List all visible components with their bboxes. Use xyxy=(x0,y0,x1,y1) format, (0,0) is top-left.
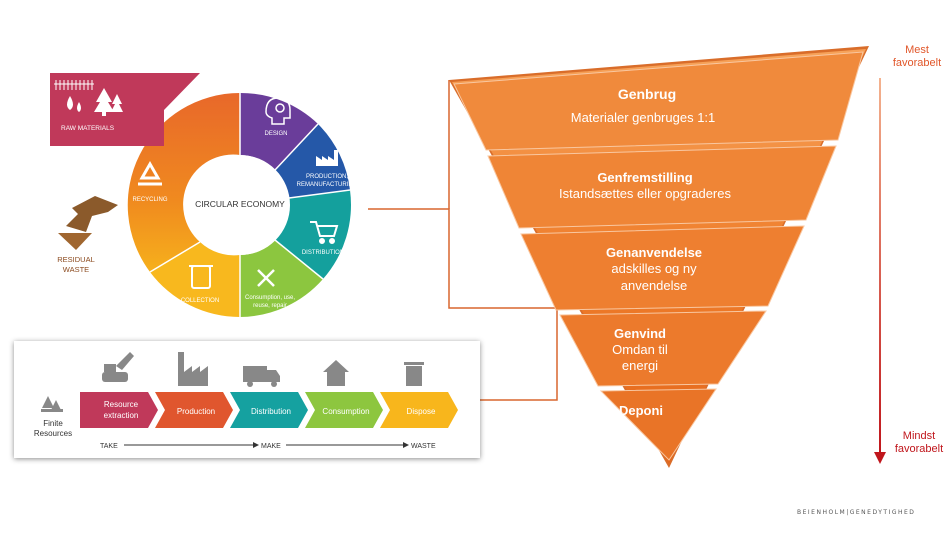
level-1-title: Genbrug xyxy=(618,86,676,102)
finite-resources-label-2: Resources xyxy=(34,429,72,438)
trash-bin-icon xyxy=(404,362,424,386)
chevron-label: Consumption xyxy=(322,407,369,416)
raw-materials-box xyxy=(50,73,200,146)
recycle-bin-icon xyxy=(189,265,213,289)
recycle-icon xyxy=(138,160,162,186)
level-5-title: Deponi xyxy=(619,403,663,418)
raw-materials-label: RAW MATERIALS xyxy=(61,125,115,132)
favorability-arrow xyxy=(874,78,886,464)
scale-bottom-label-1: Mindst xyxy=(902,430,936,442)
chevron-label: Dispose xyxy=(407,407,436,416)
connector-lines xyxy=(368,80,559,401)
water-drop-icon xyxy=(67,96,81,112)
label-recycling: RECYCLING xyxy=(132,197,167,203)
chevron-step xyxy=(155,392,233,428)
finite-resources-label-1: Finite xyxy=(43,419,63,428)
residual-waste-label-2: WASTE xyxy=(63,265,89,274)
scale-bottom-label-2: favorabelt xyxy=(894,443,944,455)
footer-brand: BEIENHOLM|GENEDYTIGHED xyxy=(797,509,916,516)
level-3-title: Genanvendelse xyxy=(606,245,702,260)
brain-gear-icon xyxy=(265,97,291,125)
segment-consumption xyxy=(240,240,323,317)
shopping-cart-icon xyxy=(310,221,339,244)
circular-economy-wheel xyxy=(127,92,351,318)
label-distribution: DISTRIBUTION xyxy=(302,250,344,256)
wheel-center xyxy=(190,155,290,255)
residual-waste-label-1: RESIDUAL xyxy=(57,255,95,264)
factory-icon xyxy=(178,352,208,386)
tools-icon xyxy=(257,269,275,287)
level-deponi xyxy=(599,388,717,461)
level-2-title: Genfremstilling xyxy=(597,170,692,185)
make-label: MAKE xyxy=(261,443,281,450)
finite-resources-icon xyxy=(41,396,63,412)
label-collection: COLLECTION xyxy=(181,298,219,304)
segment-production xyxy=(275,124,350,198)
label-production-1: PRODUCTION, xyxy=(306,174,348,180)
level-4-sub-1: Omdan til xyxy=(612,342,668,357)
waste-hierarchy-funnel xyxy=(449,46,869,468)
level-3-sub-2: anvendelse xyxy=(621,278,688,293)
level-genanvendelse xyxy=(520,225,805,311)
factory-icon xyxy=(316,150,338,166)
fence-icon xyxy=(54,80,94,90)
chevron-label: Resource xyxy=(104,400,139,409)
chevron-label: Production xyxy=(177,407,215,416)
waste-label: WASTE xyxy=(411,443,436,450)
chevron-label: Distribution xyxy=(251,407,291,416)
level-2-sub: Istandsættes eller opgraderes xyxy=(559,186,731,201)
chevron-step xyxy=(305,392,383,428)
label-consumption-2: reuse, repair xyxy=(253,303,287,309)
level-4-title: Genvind xyxy=(614,326,666,341)
delivery-truck-icon xyxy=(243,366,280,387)
house-icon xyxy=(323,360,349,386)
chevron-step xyxy=(230,392,308,428)
level-genfremstilling xyxy=(487,145,837,229)
chevron-step xyxy=(380,392,458,428)
center-label: CIRCULAR ECONOMY xyxy=(195,199,285,209)
take-label: TAKE xyxy=(100,443,118,450)
scale-top-label-2: favorabelt xyxy=(892,57,942,69)
label-consumption-1: Consumption, use, xyxy=(245,295,295,301)
segment-collection xyxy=(150,242,240,318)
segment-design xyxy=(240,92,318,170)
excavator-icon xyxy=(102,352,134,382)
label-design: DESIGN xyxy=(264,131,287,137)
chevron-label-2: extraction xyxy=(104,411,139,420)
level-genbrug xyxy=(453,51,864,151)
linear-chevrons: Resource extraction Production Distribution… xyxy=(80,392,458,428)
level-genvind xyxy=(559,310,767,387)
level-4-sub-2: energi xyxy=(622,358,658,373)
trees-icon xyxy=(94,88,123,116)
label-production-2: REMANUFACTURING xyxy=(297,182,358,188)
residual-waste-arrow xyxy=(58,196,118,250)
scale-top-label-1: Mest xyxy=(905,44,929,56)
segment-distribution xyxy=(275,190,351,279)
level-1-sub: Materialer genbruges 1:1 xyxy=(571,110,716,125)
level-3-sub-1: adskilles og ny xyxy=(611,261,697,276)
chevron-step xyxy=(80,392,158,428)
